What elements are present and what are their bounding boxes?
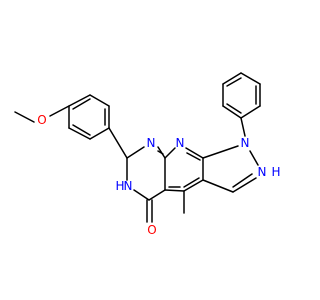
ph-bond-3 [222,72,242,85]
aryl-bond-5 [68,127,91,140]
aryl-ch-bond [108,127,128,159]
ph-bond-1 [222,105,242,119]
methoxy-aryl-bond [49,105,70,117]
pz-bond-4 [202,179,234,193]
pyrazole-n1-label: N [241,136,250,150]
pz-bond-2 [249,150,259,166]
aryl-double-1 [72,98,91,110]
carbonyl-oxygen-label: O [147,223,156,237]
ph-bond-6 [240,105,261,119]
lactam-h-label: H [115,179,124,193]
mid-bond-2 [185,147,204,159]
pyrazole-n2-label: N [258,165,267,179]
molecule-structure: O N N N H O N N H [14,72,281,237]
lactam-n-label: N [124,179,133,193]
aryl-bond-1 [68,94,91,107]
bond-lines [14,72,261,223]
ch-n1-bond [126,146,145,159]
ph-double-1 [226,103,242,114]
n-phenyl-bond [240,117,246,137]
methoxy-oxygen-label: O [37,113,46,127]
pyrimidine-n2-label: N [176,136,185,150]
aryl-bond-4 [89,127,110,140]
nh-co-bond [133,189,150,201]
pz-bond-1 [202,145,239,159]
co-c-bond [148,189,166,201]
mid-bond-5 [164,189,185,192]
atom-labels: O N N N H O N N H [37,113,280,237]
mid-bond-1 [164,147,176,159]
aryl-bond-2 [89,94,110,107]
n1-c-double [157,150,164,155]
pz-bond-3 [232,177,257,193]
pz-double-3 [232,173,253,188]
methoxy-methyl-bond [14,111,35,123]
pyrazole-h-label: H [271,165,280,179]
ph-double-2 [226,77,242,87]
mid-double-4 [183,177,200,188]
ph-bond-4 [240,72,261,85]
pyrimidine-n1-label: N [147,136,156,150]
aryl-double-3 [72,124,91,136]
mid-double-2 [186,152,201,161]
mid-bond-4 [183,179,204,192]
